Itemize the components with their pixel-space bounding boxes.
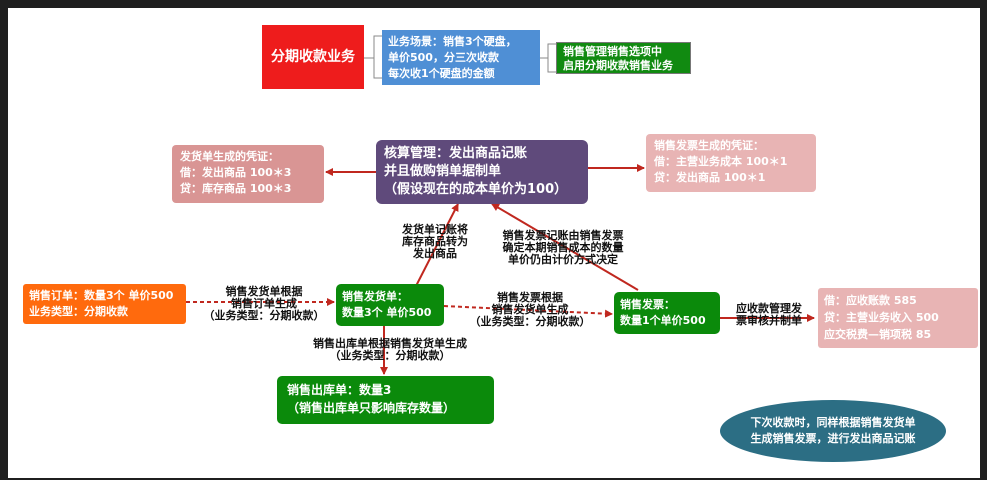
bracket-scenario-config: [540, 43, 556, 73]
sales-outbound-note-box: 销售出库单：数量3 （销售出库单只影响库存数量）: [277, 376, 494, 424]
label-delivery-to-accounting: 发货单记账将 库存商品转为 发出商品: [402, 223, 468, 260]
label-invoice-to-accounting: 销售发票记账由销售发票 确定本期销售成本的数量 单价仍由计价方式决定: [502, 229, 624, 266]
bracket-title-scenario: [364, 35, 382, 79]
label-invoice-to-receivable: 应收款管理发 票审核并制单: [736, 302, 802, 327]
label-delivery-to-outbound: 销售出库单根据销售发货单生成 （业务类型：分期收款）: [313, 337, 467, 362]
connector-layer: [186, 35, 815, 375]
sales-order-box: 销售订单：数量3个 单价500 业务类型：分期收款: [23, 284, 186, 324]
diagram-canvas: 分期收款业务 业务场景：销售3个硬盘， 单价500，分三次收款 每次收1个硬盘的…: [8, 8, 980, 478]
config-box: 销售管理销售选项中 启用分期收款销售业务: [556, 42, 691, 74]
sales-invoice-box: 销售发票： 数量1个单价500: [614, 292, 720, 334]
sales-delivery-note-box: 销售发货单： 数量3个 单价500: [336, 284, 444, 326]
next-collection-note: 下次收款时，同样根据销售发货单 生成销售发票，进行发出商品记账: [720, 400, 946, 462]
invoice-voucher-box: 销售发票生成的凭证： 借：主营业务成本 100＊1 贷：发出商品 100＊1: [646, 134, 816, 192]
label-order-to-delivery: 销售发货单根据 销售订单生成 （业务类型：分期收款）: [203, 285, 325, 322]
accounting-management-box: 核算管理：发出商品记账 并且做购销单据制单 （假设现在的成本单价为100）: [376, 140, 588, 204]
scenario-box: 业务场景：销售3个硬盘， 单价500，分三次收款 每次收1个硬盘的金额: [382, 30, 540, 85]
receivable-voucher-box: 借：应收账款 585 贷：主营业务收入 500 应交税费—销项税 85: [818, 288, 978, 348]
arrow-invoice-to-accounting: [491, 203, 639, 291]
delivery-voucher-box: 发货单生成的凭证： 借：发出商品 100＊3 贷：库存商品 100＊3: [172, 145, 324, 203]
installment-title-box: 分期收款业务: [262, 25, 364, 89]
arrow-delivery-to-accounting: [415, 203, 459, 287]
arrow-delivery-to-invoice: [443, 305, 613, 318]
label-delivery-to-invoice: 销售发票根据 销售发货单生成 （业务类型：分期收款）: [469, 291, 591, 328]
